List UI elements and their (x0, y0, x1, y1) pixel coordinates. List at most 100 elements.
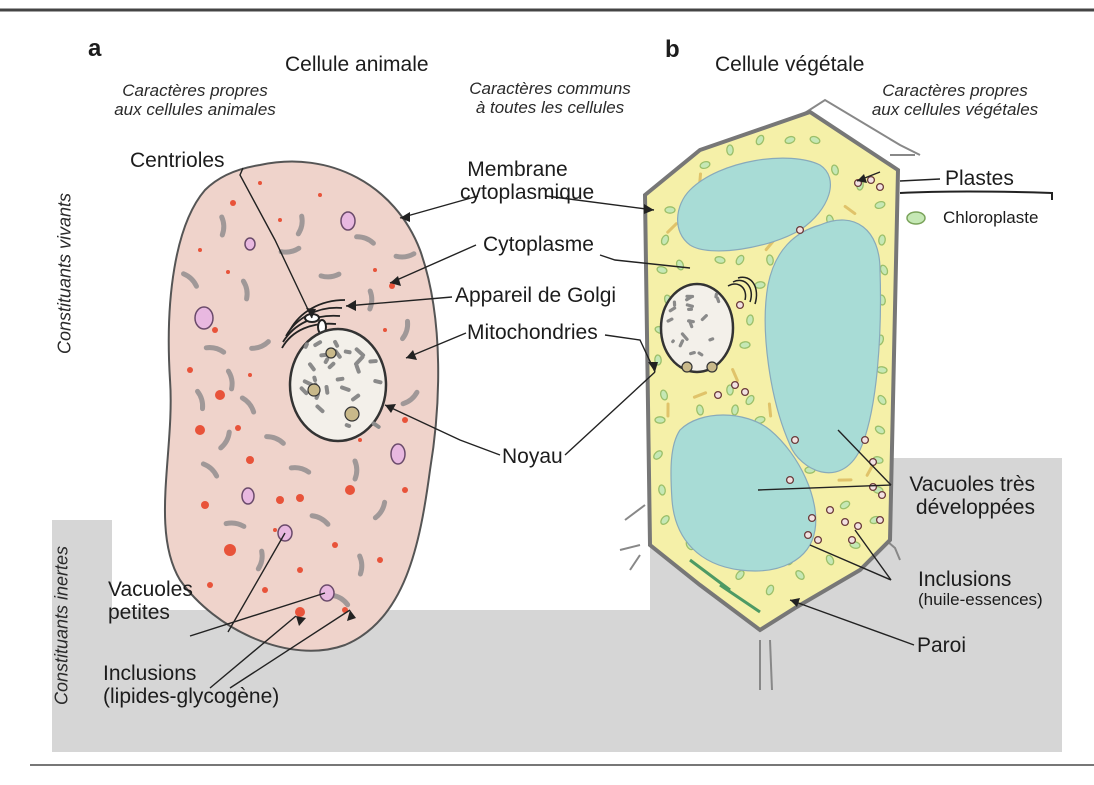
inclusion (827, 507, 834, 514)
mitochondrion (360, 556, 362, 574)
panel-a-letter: a (88, 36, 101, 62)
label-animal-inclusions: Inclusions (lipides-glycogène) (103, 662, 279, 708)
chromatin (326, 359, 327, 362)
label-noyau: Noyau (502, 445, 563, 468)
plastes-bracket (900, 192, 1052, 201)
label-plastes: Plastes (945, 167, 1014, 190)
chromatin (315, 342, 320, 345)
inclusion (849, 537, 856, 544)
label-membrane-line1: Membrane (460, 158, 575, 181)
chromatin (717, 298, 718, 301)
chromatin (347, 425, 349, 426)
inclusion-dot (358, 438, 362, 442)
inclusion (870, 484, 877, 491)
inclusion-dot (224, 544, 236, 556)
label-paroi: Paroi (917, 634, 966, 657)
label-plant-vacuoles-line1: Vacuoles très (900, 473, 1035, 496)
panel-b-title: Cellule végétale (715, 53, 864, 76)
chromatin (335, 342, 337, 346)
side-label-inert: Constituants inertes (52, 531, 73, 721)
label-cytoplasme: Cytoplasme (483, 233, 594, 256)
inclusion (877, 517, 884, 524)
chromatin (673, 341, 674, 342)
inclusion (805, 532, 812, 539)
inclusion (742, 389, 749, 396)
inclusion-dot (198, 248, 202, 252)
chromatin (306, 344, 307, 347)
chromatin (691, 353, 695, 354)
chromatin (314, 378, 315, 380)
inclusion-dot (296, 494, 304, 502)
inclusion-dot (258, 181, 262, 185)
label-animal-vacuoles-line1: Vacuoles (108, 578, 193, 601)
inclusion-dot (201, 501, 209, 509)
mitochondrion (370, 291, 372, 309)
inclusion-dot (235, 425, 241, 431)
chromatin (375, 381, 380, 382)
chloroplast (740, 341, 751, 348)
inclusion-dot (246, 456, 254, 464)
animal-own-traits-line1: Caractères propres (95, 82, 295, 101)
inclusion (715, 392, 722, 399)
plant-own-traits-line1: Caractères propres (860, 82, 1050, 101)
chromatin (342, 387, 349, 389)
label-plant-inclusions: Inclusions (huile-essences) (918, 568, 1043, 610)
inclusion-dot (212, 327, 218, 333)
common-traits-header: Caractères communs à toutes les cellules (450, 80, 650, 117)
inclusion-dot (295, 607, 305, 617)
inclusion-dot (230, 200, 236, 206)
inclusion-dot (377, 557, 383, 563)
chloroplast (655, 417, 665, 424)
chromatin (690, 321, 692, 327)
inclusion (792, 437, 799, 444)
label-mitochondries: Mitochondries (467, 321, 598, 344)
inclusion-dot (383, 328, 387, 332)
animal-own-traits: Caractères propres aux cellules animales (95, 82, 295, 119)
inclusion-dot (226, 270, 230, 274)
inclusion (815, 537, 822, 544)
label-animal-vacuoles-line2: petites (108, 601, 193, 624)
inclusion-dot (278, 218, 282, 222)
chromatin (330, 364, 334, 367)
label-membrane: Membrane cytoplasmique (460, 158, 575, 204)
chromatin (710, 339, 713, 340)
inclusion (862, 437, 869, 444)
mitochondrion (222, 217, 224, 235)
label-plant-vacuoles-line2: développées (900, 496, 1035, 519)
label-membrane-line2: cytoplasmique (460, 181, 575, 204)
label-animal-inclusions-line2: (lipides-glycogène) (103, 685, 279, 708)
inclusion (732, 382, 739, 389)
common-traits-line2: à toutes les cellules (450, 99, 650, 118)
label-animal-inclusions-line1: Inclusions (103, 662, 279, 685)
plant-own-traits-line2: aux cellules végétales (860, 101, 1050, 120)
chromatin (338, 379, 343, 380)
inclusion-dot (402, 487, 408, 493)
animal-own-traits-line2: aux cellules animales (95, 101, 295, 120)
panel-a-title: Cellule animale (285, 53, 429, 76)
chromatin (699, 353, 702, 355)
inclusion (868, 177, 875, 184)
animal-cell (165, 162, 438, 651)
inclusion-dot (297, 567, 303, 573)
inclusion-dot (187, 367, 193, 373)
side-label-living: Constituants vivants (55, 174, 76, 374)
inclusion (737, 302, 744, 309)
animal-nucleus (290, 329, 386, 441)
inclusion-dot (273, 528, 277, 532)
inclusion-dot (262, 587, 268, 593)
label-centrioles: Centrioles (130, 149, 225, 172)
inclusion-dot (248, 373, 252, 377)
mitochondrion (769, 404, 770, 416)
mitochondrion (355, 461, 357, 479)
plant-own-traits: Caractères propres aux cellules végétale… (860, 82, 1050, 119)
panel-b-letter: b (665, 37, 680, 63)
label-plant-inclusions-line2: (huile-essences) (918, 591, 1043, 610)
inclusion-dot (318, 193, 322, 197)
inclusion (787, 477, 794, 484)
chromatin (346, 352, 350, 353)
label-chloroplaste: Chloroplaste (943, 209, 1038, 228)
chloroplast (665, 207, 675, 213)
chromatin (687, 305, 692, 306)
inclusion-dot (276, 496, 284, 504)
